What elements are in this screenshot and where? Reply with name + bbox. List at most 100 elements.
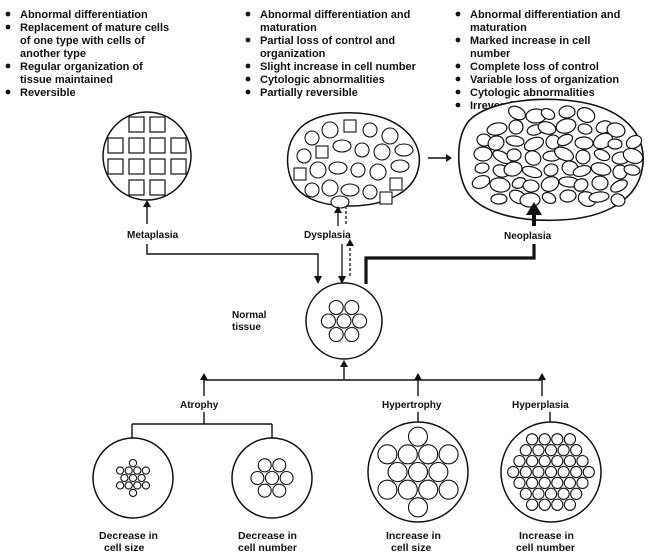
cell — [538, 454, 551, 468]
irregular-cell — [381, 127, 399, 145]
metaplasia-bullet-4-line-1: Reversible — [20, 87, 76, 99]
atrophy-cell-size-tissue — [92, 437, 174, 519]
cell — [525, 454, 539, 468]
neoplasia-bullet-5-line-1: Cytologic abnormalities — [470, 87, 595, 99]
irregular-cell — [503, 161, 523, 177]
normal-tissue-label-line-1: Normal — [232, 310, 267, 321]
cell — [407, 461, 429, 483]
neoplasia-tissue — [457, 98, 644, 222]
irregular-cell — [543, 163, 559, 177]
cell — [525, 476, 539, 490]
irregular-cell — [506, 148, 522, 162]
dysplasia-bullet-1-line-2: maturation — [260, 22, 317, 34]
cell — [570, 487, 583, 500]
cell — [128, 488, 138, 498]
enlarged-cells — [377, 426, 459, 518]
square-cell — [293, 167, 307, 181]
square-cell — [315, 145, 329, 159]
irregular-cell — [576, 107, 596, 123]
caption-atrophy-size-line-2: cell size — [104, 542, 144, 554]
cell — [563, 498, 577, 511]
cell — [418, 444, 439, 465]
irregular-cell — [390, 159, 410, 173]
bullet-dot — [5, 89, 11, 95]
cell — [513, 454, 526, 468]
bullet-dot — [5, 24, 11, 30]
irregular-cell — [537, 121, 557, 135]
cell — [352, 313, 368, 329]
hyperplasia-tissue — [500, 421, 602, 523]
cell — [128, 473, 138, 483]
cell — [532, 487, 545, 500]
cell — [344, 326, 360, 343]
cell — [525, 433, 539, 446]
cell — [532, 465, 545, 479]
square-cell — [107, 137, 124, 154]
cell — [525, 498, 539, 511]
irregular-cell — [507, 105, 527, 121]
cell — [570, 465, 583, 479]
irregular-cell — [519, 192, 541, 208]
irregular-cell — [487, 135, 505, 151]
caption-hyperplasia-line-1: Increase in — [519, 530, 574, 542]
cell — [328, 299, 344, 316]
square-cell — [389, 177, 403, 191]
cell — [538, 433, 551, 446]
neoplasia-bullet-4-line-1: Variable loss of organization — [470, 74, 619, 86]
irregular-cell — [610, 193, 626, 207]
metaplasia-label: Metaplasia — [127, 230, 179, 241]
cell — [344, 299, 360, 316]
cell — [563, 476, 577, 490]
metaplasia-features: Abnormal differentiation Replacement of … — [5, 9, 169, 99]
cell — [124, 466, 133, 475]
irregular-cell — [590, 162, 612, 176]
hypertrophy-tissue — [367, 421, 469, 523]
cell — [141, 481, 151, 490]
neoplasia-features: Abnormal differentiation and maturation … — [455, 9, 620, 112]
caption-atrophy-number-line-2: cell number — [238, 542, 297, 554]
irregular-cell — [490, 193, 508, 205]
cell — [538, 498, 551, 511]
cell — [519, 487, 532, 500]
irregular-cell — [321, 179, 339, 197]
cell — [133, 481, 142, 490]
irregular-cell — [511, 177, 527, 189]
irregular-cell — [559, 189, 577, 203]
cell — [557, 465, 570, 479]
cell — [257, 483, 272, 498]
bullet-dot — [455, 11, 461, 17]
square-cell — [343, 119, 357, 133]
irregular-cell — [354, 142, 370, 158]
irregular-cell — [330, 195, 350, 209]
cell — [320, 313, 336, 329]
metaplasia-bullet-3-line-1: Regular organization of — [20, 61, 143, 73]
dysplasia-bullet-1-line-1: Abnormal differentiation and — [260, 9, 410, 21]
irregular-cell — [588, 191, 610, 203]
cell — [563, 433, 577, 446]
metaplasia-bullet-2-line-3: another type — [20, 48, 86, 60]
irregular-cell — [474, 162, 490, 174]
cell — [513, 476, 526, 490]
cell — [557, 487, 570, 500]
cell — [551, 476, 564, 490]
metaplasia-square-cells — [107, 116, 187, 196]
cell — [377, 444, 398, 465]
small-cells — [115, 458, 151, 498]
irregular-cell — [521, 165, 543, 179]
square-cell — [149, 179, 166, 196]
irregular-cell — [309, 161, 327, 179]
hyperplasia-label: Hyperplasia — [512, 400, 569, 411]
neoplasia-irregular-cells — [471, 105, 644, 208]
irregular-cell — [296, 148, 312, 164]
irregular-cell — [593, 148, 611, 162]
irregular-cell — [555, 118, 577, 134]
cell — [264, 470, 280, 486]
caption-atrophy-size-line-1: Decrease in — [99, 530, 158, 542]
cell — [538, 476, 551, 490]
irregular-cell — [304, 130, 320, 146]
bullet-dot — [245, 11, 251, 17]
irregular-cell — [328, 161, 348, 175]
square-cell — [170, 137, 187, 154]
square-cell — [128, 137, 145, 154]
caption-hypertrophy-line-2: cell size — [391, 542, 431, 554]
